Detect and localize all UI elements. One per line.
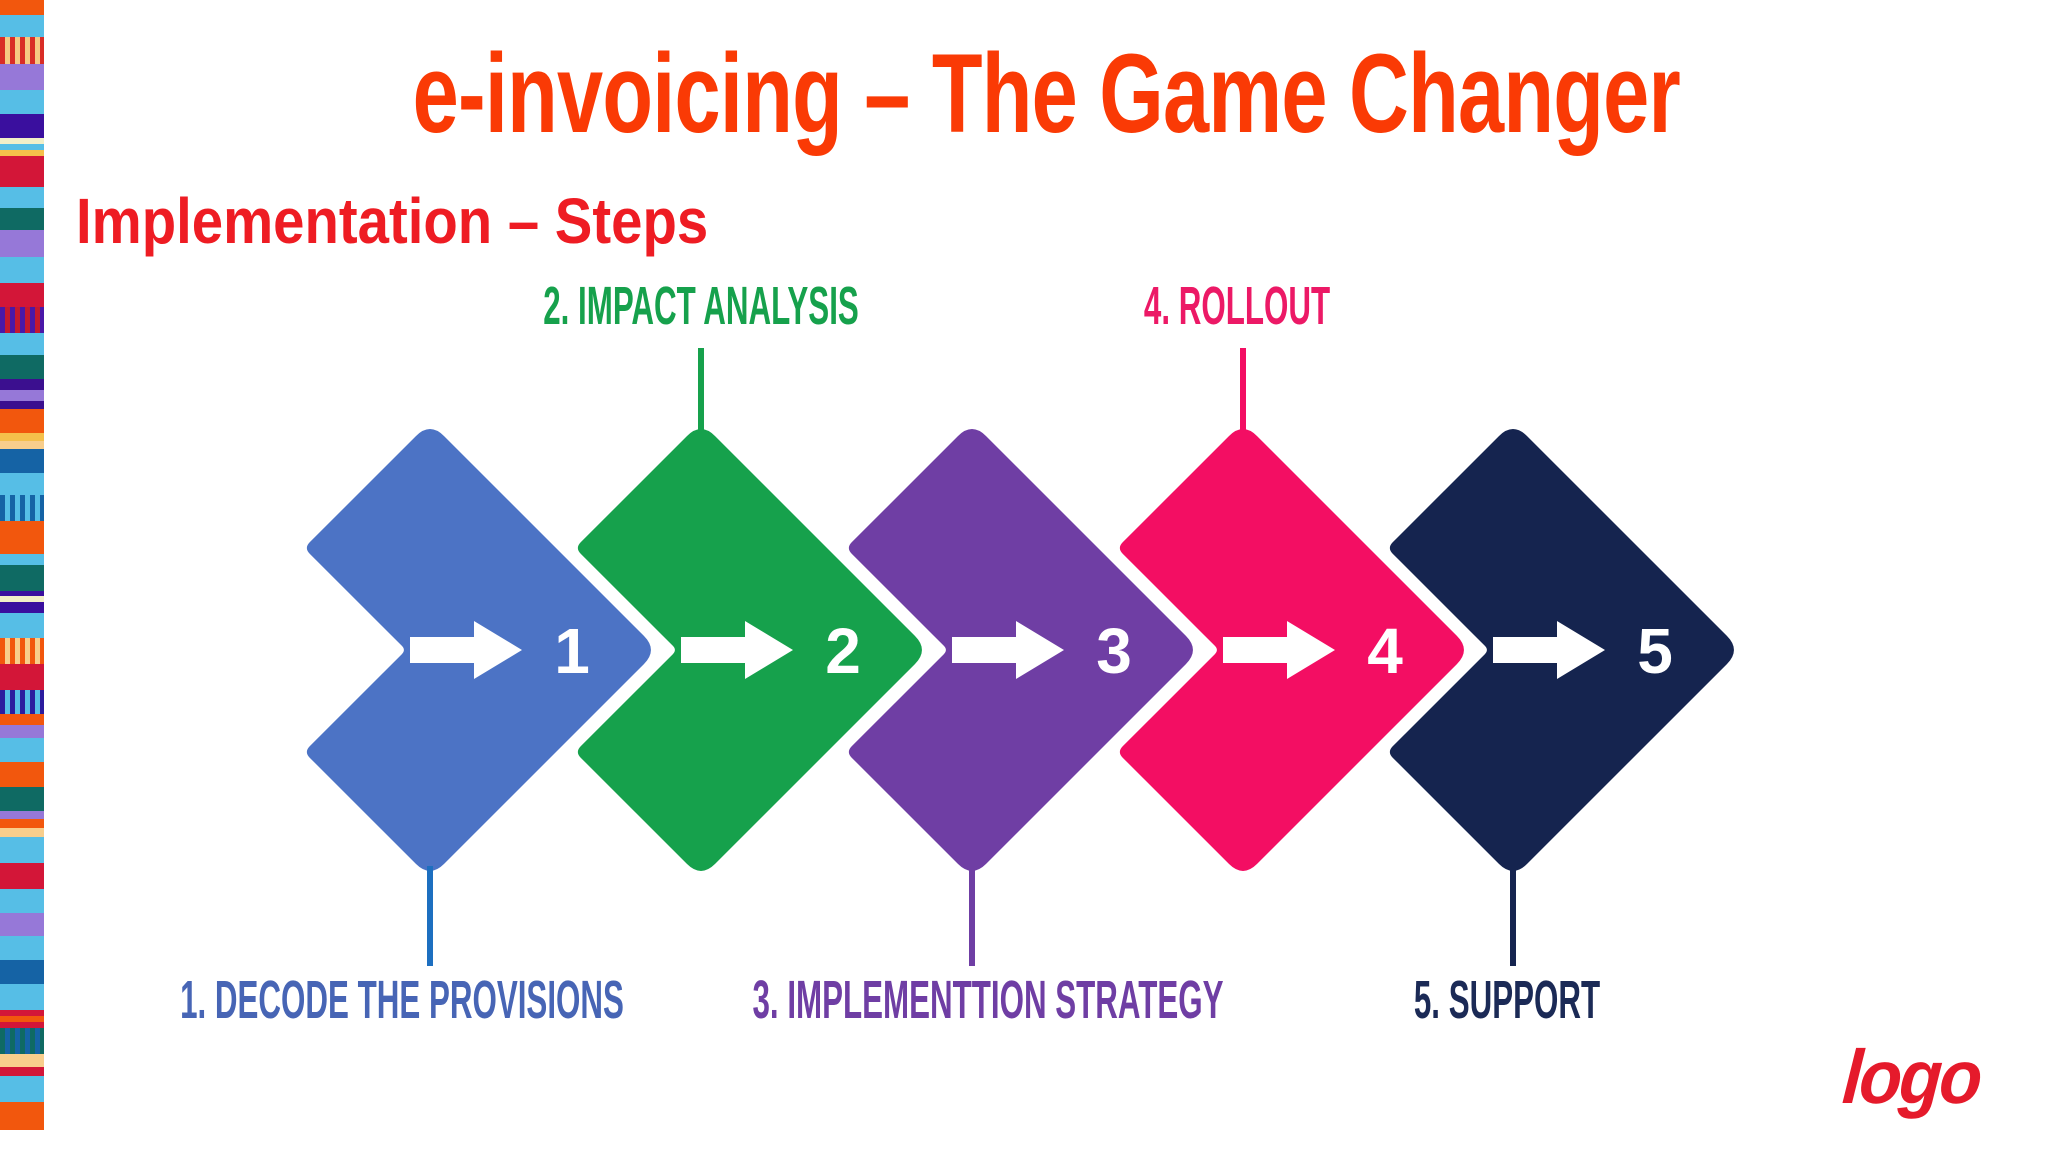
strip-band	[0, 283, 44, 307]
strip-band	[0, 390, 44, 401]
step-label: 5. SUPPORT	[1346, 972, 1667, 1029]
step-label-text: 1. DECODE THE PROVISIONS	[180, 970, 624, 1030]
strip-band	[0, 449, 44, 473]
strip-band	[0, 257, 44, 283]
strip-band	[0, 355, 44, 379]
step-number: 2	[825, 615, 861, 687]
slide-subtitle: Implementation – Steps	[76, 185, 794, 257]
step-chevron-5: 5	[1389, 429, 1734, 871]
step-label-text: 5. SUPPORT	[1413, 970, 1601, 1030]
strip-band	[0, 738, 44, 762]
strip-band	[0, 554, 44, 565]
right-arrow-icon	[1493, 621, 1605, 679]
strip-band	[0, 1067, 44, 1076]
step-connector-line	[698, 348, 704, 434]
strip-band	[0, 664, 44, 690]
right-arrow-icon	[681, 621, 793, 679]
strip-band	[0, 787, 44, 811]
right-arrow-icon	[952, 621, 1064, 679]
strip-band	[0, 64, 44, 90]
step-number: 1	[554, 615, 590, 687]
strip-band	[0, 409, 44, 433]
step-chevron-4: 4	[1119, 429, 1464, 871]
strip-band	[0, 1076, 44, 1102]
strip-band	[0, 150, 44, 156]
strip-band	[0, 638, 44, 664]
step-chevron-3: 3	[848, 429, 1193, 871]
strip-band	[0, 913, 44, 936]
strip-band	[0, 187, 44, 208]
strip-band	[0, 15, 44, 37]
company-logo-text: logo	[1840, 1035, 1983, 1120]
strip-band	[0, 828, 44, 837]
strip-band	[0, 521, 44, 554]
step-number: 5	[1637, 615, 1673, 687]
strip-band	[0, 1102, 44, 1130]
strip-band	[0, 936, 44, 960]
step-number: 4	[1367, 615, 1403, 687]
strip-band	[0, 1028, 44, 1054]
strip-band	[0, 37, 44, 64]
step-label: 4. ROLLOUT	[1077, 278, 1398, 335]
step-label-text: 2. IMPACT ANALYSIS	[543, 276, 859, 336]
strip-band	[0, 811, 44, 819]
right-arrow-icon	[1223, 621, 1335, 679]
strip-band	[0, 433, 44, 441]
strip-band	[0, 138, 44, 144]
strip-band	[0, 714, 44, 725]
strip-band	[0, 379, 44, 390]
strip-band	[0, 1016, 44, 1022]
right-arrow-icon	[410, 621, 522, 679]
strip-band	[0, 90, 44, 114]
strip-band	[0, 889, 44, 913]
step-label: 3. IMPLEMENTTION STRATEGY	[582, 972, 1394, 1029]
step-label: 2. IMPACT ANALYSIS	[429, 278, 973, 335]
step-connector-line	[969, 866, 975, 966]
strip-band	[0, 725, 44, 738]
step-connector-line	[1240, 348, 1246, 434]
slide-subtitle-text: Implementation – Steps	[76, 185, 709, 257]
strip-band	[0, 144, 44, 150]
strip-band	[0, 596, 44, 602]
strip-band	[0, 208, 44, 230]
strip-band	[0, 441, 44, 449]
strip-band	[0, 401, 44, 409]
step-label-text: 3. IMPLEMENTTION STRATEGY	[752, 970, 1224, 1030]
strip-band	[0, 156, 44, 187]
strip-band	[0, 473, 44, 495]
strip-band	[0, 1054, 44, 1067]
strip-band	[0, 307, 44, 333]
strip-band	[0, 1010, 44, 1016]
strip-band	[0, 613, 44, 638]
strip-band	[0, 114, 44, 138]
decorative-side-strip	[0, 0, 44, 1152]
step-chevron-1: 1	[306, 429, 651, 871]
step-chevron-2: 2	[577, 429, 922, 871]
step-number: 3	[1096, 615, 1132, 687]
strip-band	[0, 960, 44, 984]
strip-band	[0, 984, 44, 1010]
strip-band	[0, 690, 44, 714]
strip-band	[0, 819, 44, 828]
strip-band	[0, 602, 44, 613]
step-connector-line	[427, 866, 433, 966]
strip-band	[0, 333, 44, 355]
strip-band	[0, 591, 44, 596]
strip-band	[0, 0, 44, 15]
strip-band	[0, 863, 44, 889]
strip-band	[0, 837, 44, 863]
strip-band	[0, 230, 44, 257]
strip-band	[0, 1022, 44, 1028]
step-label-text: 4. ROLLOUT	[1143, 276, 1331, 336]
page-title: e-invoicing – The Game Changer	[44, 30, 2048, 159]
strip-band	[0, 762, 44, 787]
company-logo: logo	[1840, 1035, 1991, 1120]
step-connector-line	[1510, 866, 1516, 966]
strip-band	[0, 495, 44, 521]
strip-band	[0, 565, 44, 591]
page-title-text: e-invoicing – The Game Changer	[412, 31, 1680, 156]
step-label: 1. DECODE THE PROVISIONS	[19, 972, 784, 1029]
